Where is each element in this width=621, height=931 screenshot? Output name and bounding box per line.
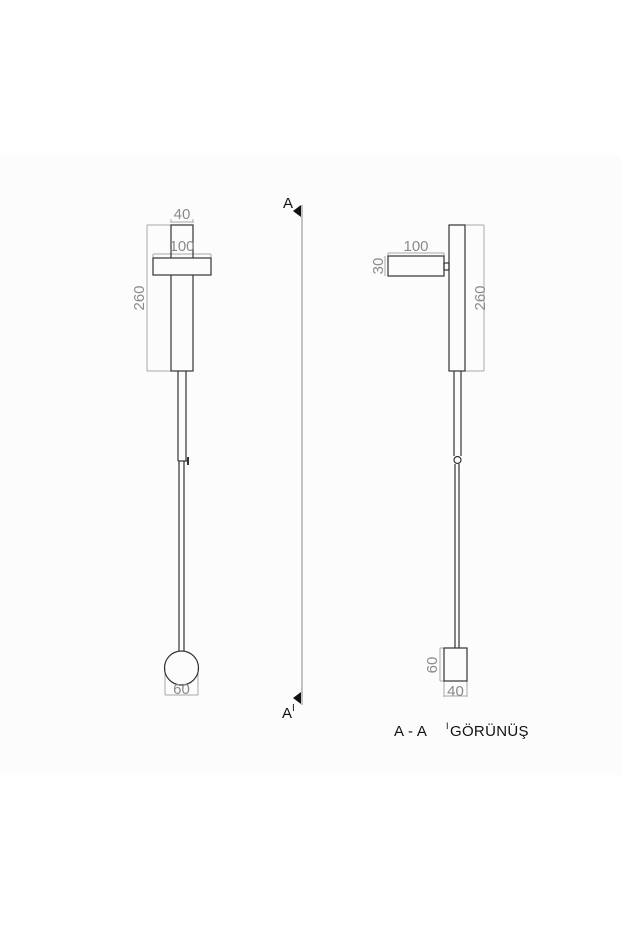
- side-joint: [453, 455, 462, 465]
- side-dim-arm-length: 100: [403, 238, 428, 255]
- view-caption: A - A I GÖRÜNÜŞ: [394, 721, 529, 740]
- section-arrow-bottom-icon: [293, 692, 301, 704]
- front-dim-globe-diameter: 60: [173, 681, 190, 698]
- side-arm-connector: [443, 262, 450, 271]
- front-dimension-lines: [146, 219, 212, 696]
- front-dim-body-width: 40: [174, 206, 191, 223]
- front-crossbar: [152, 257, 212, 276]
- side-head: [443, 647, 468, 682]
- section-arrow-top-icon: [293, 205, 301, 217]
- caption-prefix: A - A: [394, 723, 427, 740]
- section-label-top: A: [283, 195, 293, 212]
- side-view: 100 30 260 60 40: [370, 224, 489, 700]
- front-joint-knob: [187, 457, 189, 465]
- side-dim-head-width: 40: [447, 683, 464, 700]
- side-dimension-lines: [384, 224, 485, 697]
- side-arm: [387, 255, 445, 277]
- side-body: [448, 224, 466, 372]
- front-body: [170, 224, 194, 372]
- front-dim-body-height: 260: [131, 285, 148, 310]
- side-dim-body-height: 260: [472, 285, 489, 310]
- side-dim-head-height: 60: [424, 657, 441, 674]
- drawing-background: [0, 155, 621, 775]
- front-view: 40 100 260 60: [131, 206, 212, 698]
- front-globe: [163, 650, 200, 686]
- side-dim-arm-height: 30: [370, 258, 387, 275]
- front-dim-crossbar-width: 100: [169, 238, 194, 255]
- caption-title: GÖRÜNÜŞ: [450, 722, 529, 740]
- section-label-bottom-prime: I: [292, 703, 295, 714]
- caption-prime: I: [446, 721, 449, 731]
- section-label-bottom: A: [282, 705, 292, 722]
- section-line: A A I: [282, 195, 303, 722]
